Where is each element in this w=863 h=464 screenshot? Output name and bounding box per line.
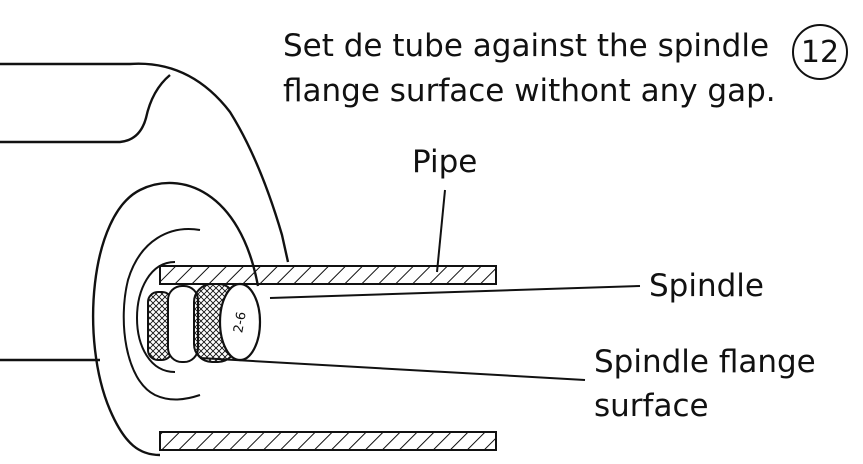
machine-housing-inner-edge (0, 74, 171, 144)
spindle-flange-label-line-1: Spindle flange (594, 344, 816, 380)
spindle-size-marking: 2-6 (231, 311, 249, 335)
flange-leader-line (199, 357, 586, 381)
instruction-line-1: Set de tube against the spindle (283, 28, 770, 64)
pipe-lower-wall (159, 431, 497, 451)
pipe-label: Pipe (412, 144, 478, 180)
flange-hub-ring (135, 261, 176, 373)
pipe-upper-wall (159, 265, 497, 285)
spindle-assembly: 2-6 (147, 282, 262, 363)
instruction-line-2: flange surface withont any gap. (283, 73, 776, 109)
step-number-badge: 12 (792, 24, 848, 80)
pipe-leader-line (436, 189, 446, 273)
spindle-label: Spindle (649, 268, 764, 304)
flange-inner-disc (122, 228, 201, 401)
flange-outer-disc (91, 181, 260, 457)
spindle-leader-line (269, 285, 641, 299)
spindle-flange-label-line-2: surface (594, 388, 709, 424)
machine-housing-top (0, 62, 290, 263)
